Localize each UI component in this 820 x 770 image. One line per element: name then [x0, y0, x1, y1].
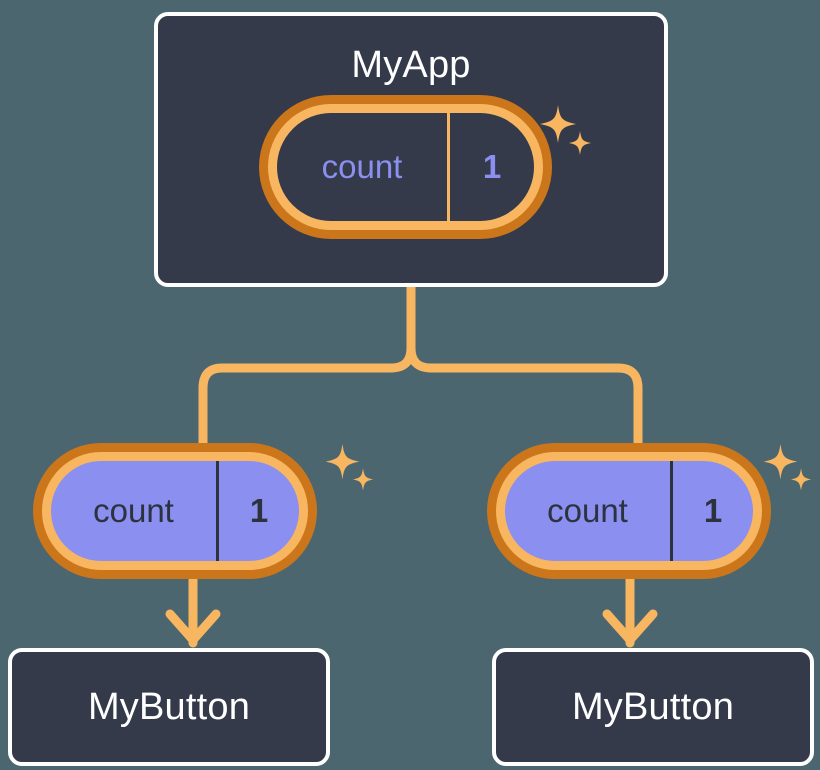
- state-value-label: 1: [447, 113, 534, 221]
- state-pill-left[interactable]: count 1: [42, 452, 308, 570]
- arrow-head-left: [165, 609, 221, 645]
- wire-root-to-left: [198, 282, 416, 457]
- state-value-label: 1: [216, 461, 299, 561]
- state-pill-right[interactable]: count 1: [496, 452, 762, 570]
- state-value-label: 1: [670, 461, 753, 561]
- state-key-label: count: [547, 492, 628, 529]
- component-title-myapp: MyApp: [351, 44, 471, 86]
- component-title-mybutton: MyButton: [87, 685, 251, 728]
- sparkle-icon: [763, 443, 812, 491]
- wire-root-to-right: [406, 282, 643, 457]
- state-key-label: count: [321, 148, 403, 185]
- state-key-label: count: [93, 492, 174, 529]
- state-pill-myapp[interactable]: count 1: [268, 104, 543, 230]
- component-card-mybutton-right[interactable]: MyButton: [492, 648, 814, 766]
- arrow-head-right: [602, 609, 658, 645]
- component-card-mybutton-left[interactable]: MyButton: [8, 648, 330, 766]
- component-title-mybutton: MyButton: [571, 685, 735, 728]
- sparkle-icon: [325, 443, 374, 491]
